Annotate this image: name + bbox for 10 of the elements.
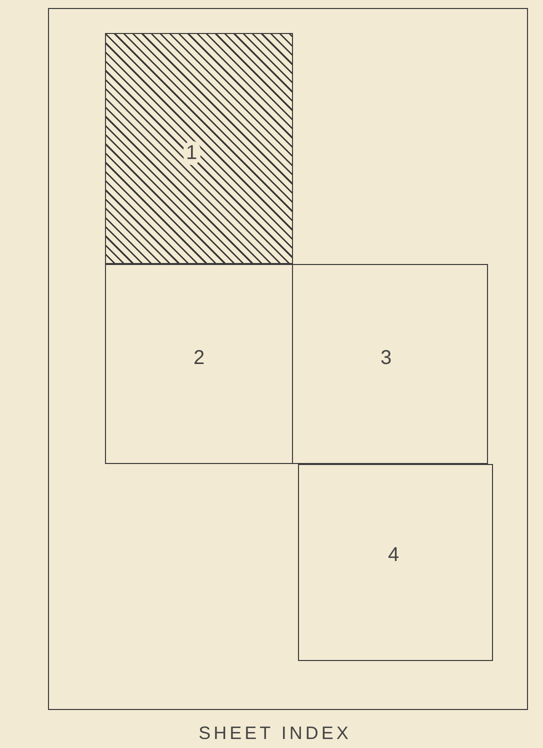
sheet-number: 2 xyxy=(193,348,205,368)
sheet-number: 3 xyxy=(380,348,392,368)
frame-border xyxy=(48,8,528,710)
sheet-number: 4 xyxy=(388,544,400,565)
caption: SHEET INDEX xyxy=(198,722,352,745)
sheet-box xyxy=(105,264,293,464)
sheet-number: 1 xyxy=(182,141,200,166)
hatched-sheet-box xyxy=(105,33,293,264)
sheet-box xyxy=(292,264,488,464)
sheet-box xyxy=(298,464,493,661)
